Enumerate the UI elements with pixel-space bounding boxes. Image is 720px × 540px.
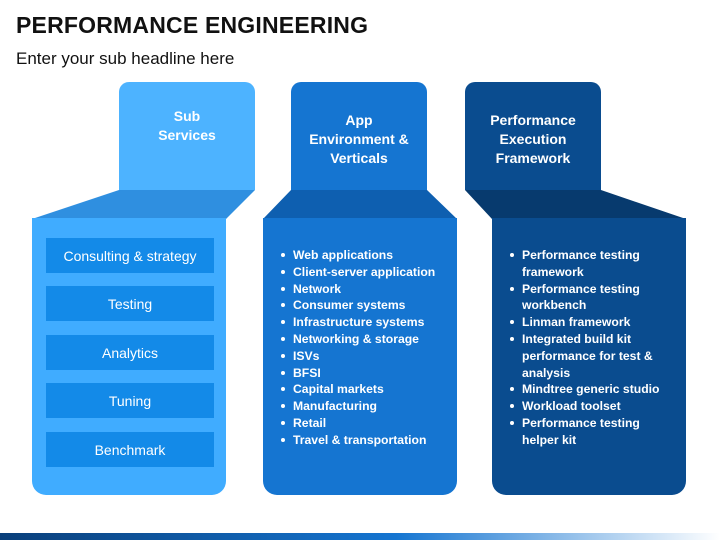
list-item-line: analysis xyxy=(522,365,571,380)
performance-execution-panel: Performance testing framework Performance… xyxy=(492,218,686,495)
list-item-line: workbench xyxy=(522,298,587,313)
list-item: Travel & transportation xyxy=(277,432,449,449)
header-line: Framework xyxy=(495,150,571,166)
list-item: Infrastructure systems xyxy=(277,314,449,331)
list-item: Web applications xyxy=(277,247,449,264)
list-item-line: Performance testing xyxy=(522,415,640,430)
header-line: Verticals xyxy=(330,150,388,166)
app-environment-header: App Environment & Verticals xyxy=(291,82,427,190)
list-item: Performance testing helper kit xyxy=(506,415,678,449)
header-line: Performance xyxy=(490,112,576,128)
app-environment-list: Web applications Client-server applicati… xyxy=(277,247,449,449)
slide-title: PERFORMANCE ENGINEERING xyxy=(16,12,369,38)
performance-execution-list: Performance testing framework Performance… xyxy=(506,247,678,449)
list-item: Capital markets xyxy=(277,381,449,398)
service-consulting-strategy: Consulting & strategy xyxy=(46,238,214,273)
slide-subtitle: Enter your sub headline here xyxy=(16,49,235,68)
list-item-line: Mindtree generic studio xyxy=(522,382,660,397)
list-item: Performance testing framework xyxy=(506,247,678,281)
header-line: Environment & xyxy=(309,131,409,147)
list-item: Performance testing workbench xyxy=(506,281,678,315)
list-item-line: Performance testing xyxy=(522,281,640,296)
list-item: Workload toolset xyxy=(506,398,678,415)
list-item-line: performance for test & xyxy=(522,348,653,363)
service-benchmark: Benchmark xyxy=(46,432,214,467)
header-line: Sub xyxy=(173,108,201,124)
header-line: App xyxy=(345,112,373,128)
app-environment-panel: Web applications Client-server applicati… xyxy=(263,218,457,495)
header-line: Execution xyxy=(499,131,567,147)
fold-connector-3 xyxy=(465,190,686,219)
list-item: Networking & storage xyxy=(277,331,449,348)
header-line: Services xyxy=(158,127,216,143)
list-item-line: Performance testing xyxy=(522,248,640,262)
list-item: Linman framework xyxy=(506,314,678,331)
list-item-line: Linman framework xyxy=(522,315,631,330)
sub-services-panel: Consulting & strategy Testing Analytics … xyxy=(32,218,226,495)
fold-connector-2 xyxy=(263,190,457,219)
service-analytics: Analytics xyxy=(46,335,214,370)
list-item: Network xyxy=(277,281,449,298)
service-tuning: Tuning xyxy=(46,383,214,418)
performance-execution-header: Performance Execution Framework xyxy=(465,82,601,190)
list-item-line: helper kit xyxy=(522,432,577,447)
list-item: Manufacturing xyxy=(277,398,449,415)
list-item: ISVs xyxy=(277,348,449,365)
list-item-line: Integrated build kit xyxy=(522,331,632,346)
list-item: Client-server application xyxy=(277,264,449,281)
list-item-line: framework xyxy=(522,264,584,279)
bottom-accent-bar xyxy=(0,533,720,540)
sub-services-header: Sub Services xyxy=(119,82,255,190)
fold-connector-1 xyxy=(32,190,255,219)
list-item-line: Workload toolset xyxy=(522,399,621,414)
list-item: Consumer systems xyxy=(277,297,449,314)
service-testing: Testing xyxy=(46,286,214,321)
list-item: Integrated build kit performance for test… xyxy=(506,331,678,381)
list-item: Retail xyxy=(277,415,449,432)
list-item: Mindtree generic studio xyxy=(506,381,678,398)
list-item: BFSI xyxy=(277,365,449,382)
